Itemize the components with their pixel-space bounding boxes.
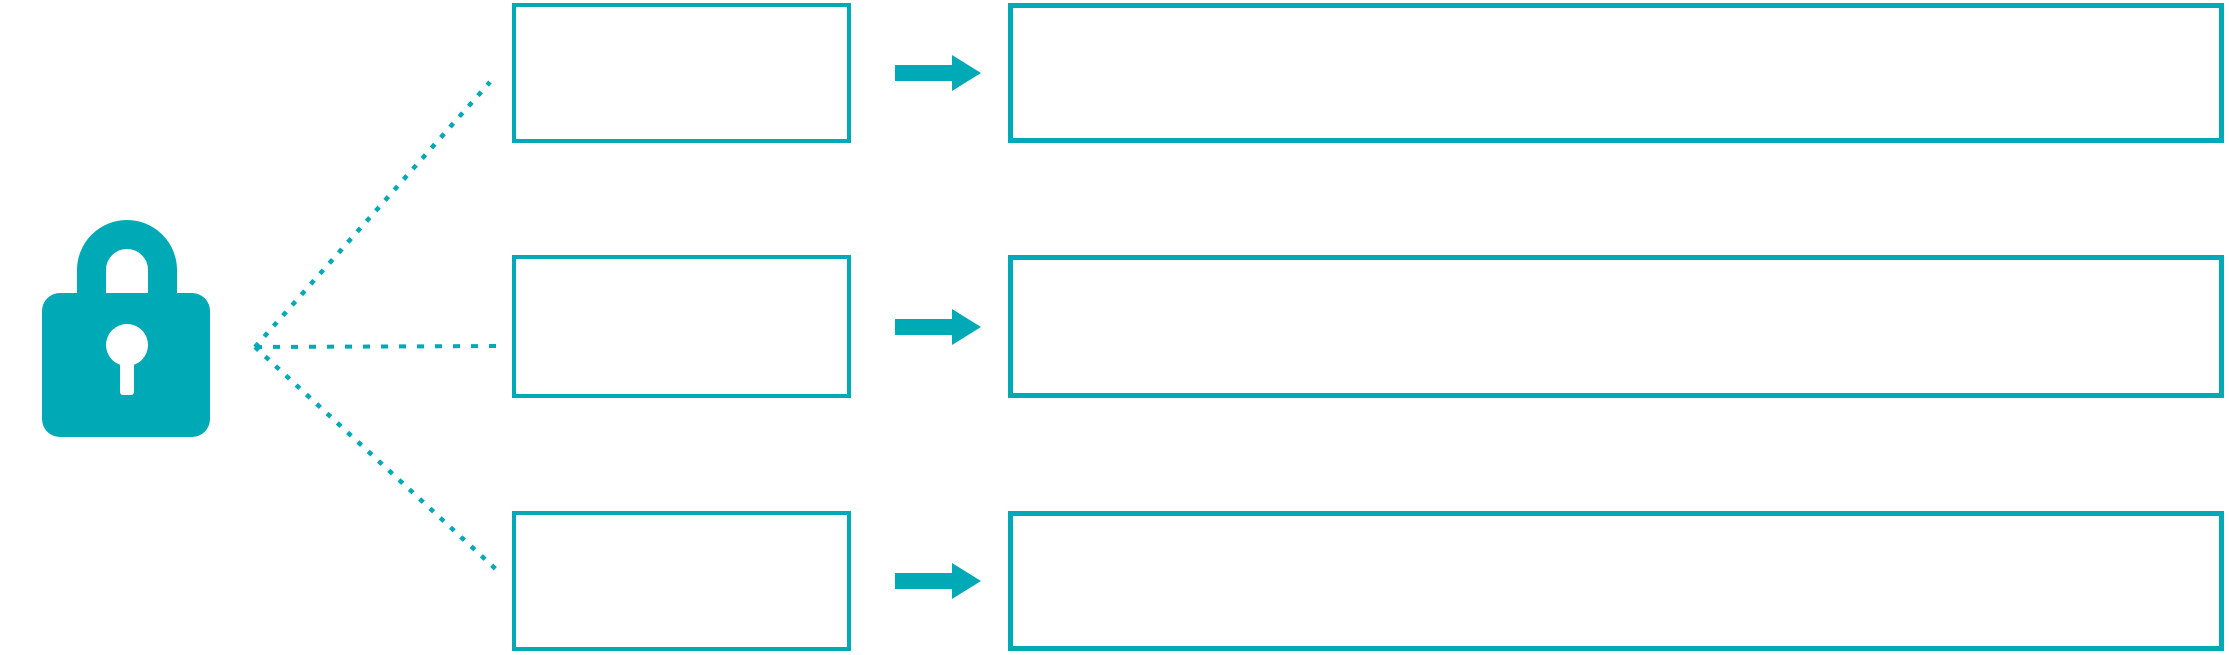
lock-icon: [42, 220, 210, 437]
large-box-3: [1008, 511, 2224, 651]
dotted-connector-top-icon: [253, 80, 492, 349]
lock-keyhole-stem: [120, 358, 134, 395]
lock-shackle: [77, 220, 177, 300]
arrow-right-shape: [895, 563, 981, 599]
large-box-1: [1008, 3, 2224, 143]
dotted-connector-middle-icon: [254, 344, 503, 349]
arrow-right-icon-3: [895, 563, 981, 599]
dotted-connector-bottom-icon: [253, 345, 502, 575]
arrow-right-shape: [895, 55, 981, 91]
arrow-right-shape: [895, 309, 981, 345]
small-box-2: [512, 255, 851, 398]
small-box-3: [512, 511, 851, 651]
large-box-2: [1008, 255, 2224, 398]
small-box-1: [512, 3, 851, 143]
arrow-right-icon-1: [895, 55, 981, 91]
arrow-right-icon-2: [895, 309, 981, 345]
lock-keyhole: [106, 324, 148, 366]
